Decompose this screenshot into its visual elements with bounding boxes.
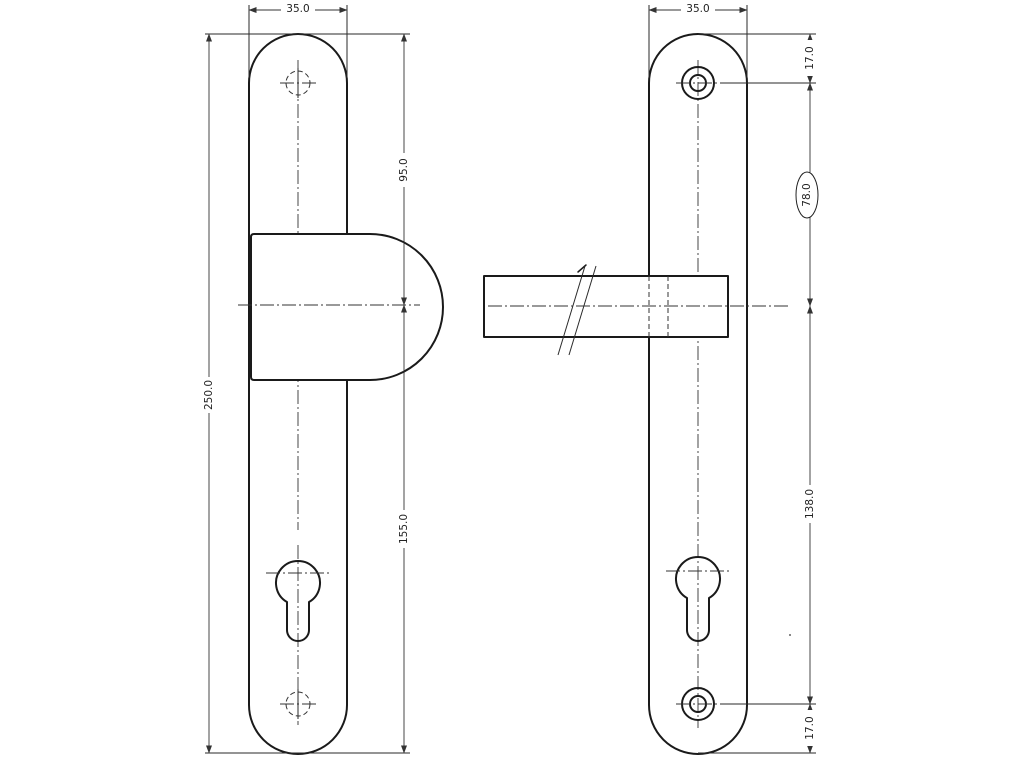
left-backplate-outline xyxy=(248,33,348,755)
right-handle-label: 78.0 xyxy=(801,183,813,206)
left-knob xyxy=(250,233,444,381)
left-lower-label: 155.0 xyxy=(398,514,410,544)
left-view: 35.0 250.0 95.0 155.0 xyxy=(202,2,444,755)
right-top-screw-hole xyxy=(676,66,720,100)
right-keyhole xyxy=(675,555,721,642)
right-view: 35.0 17.0 78.0 138.0 17.0 xyxy=(483,2,819,755)
right-handle-label-oval xyxy=(795,171,819,219)
left-total-label: 250.0 xyxy=(203,380,215,410)
right-lower-label: 138.0 xyxy=(804,489,816,519)
left-bottom-screw-hole xyxy=(280,689,316,719)
left-keyhole xyxy=(275,559,321,642)
left-upper-label: 95.0 xyxy=(398,158,410,181)
right-width-label: 35.0 xyxy=(686,3,709,15)
left-top-screw-hole xyxy=(280,68,316,98)
right-lever-handle xyxy=(483,264,790,356)
left-width-label: 35.0 xyxy=(286,3,309,15)
right-bottom-label: 17.0 xyxy=(804,716,816,739)
right-bottom-screw-hole xyxy=(676,687,720,721)
stray-dot xyxy=(789,634,791,636)
right-top-label: 17.0 xyxy=(804,46,816,69)
right-backplate-outline xyxy=(648,33,748,755)
